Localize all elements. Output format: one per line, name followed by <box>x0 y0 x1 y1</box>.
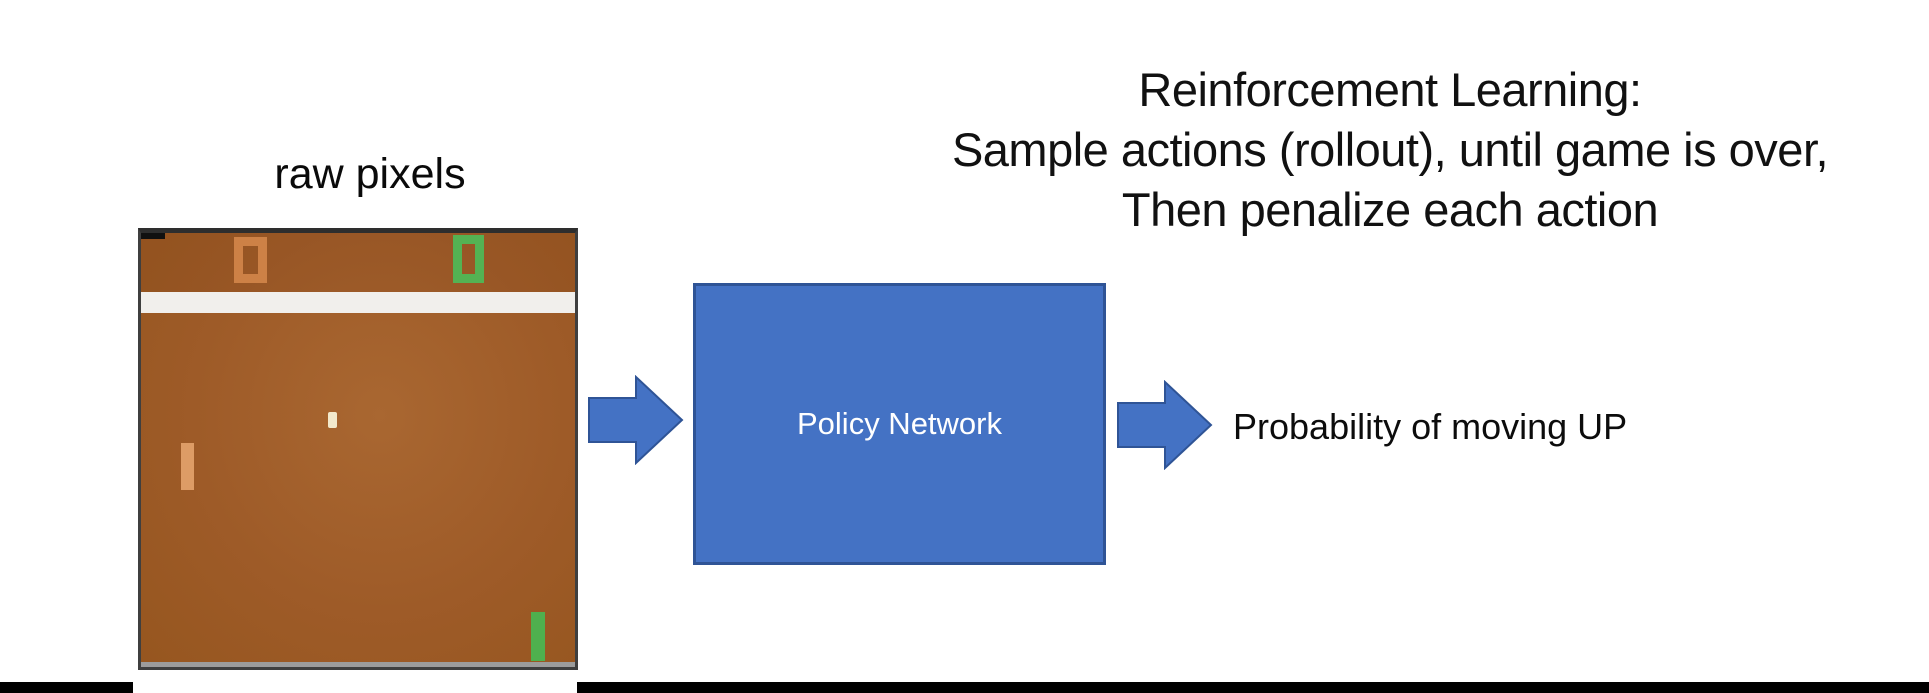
right-player-score: 0 <box>453 235 484 283</box>
left-paddle <box>181 443 194 490</box>
bottom-bar-right <box>577 682 1929 693</box>
pong-ball <box>328 412 337 428</box>
raw-pixels-caption: raw pixels <box>274 150 466 198</box>
left-player-score: 0 <box>234 237 267 283</box>
arrow-right-icon <box>1117 380 1213 470</box>
heading-line-3: Then penalize each action <box>1121 183 1659 236</box>
heading-line-1: Reinforcement Learning: <box>1138 63 1642 116</box>
arrow-right-icon <box>588 375 684 465</box>
bottom-wall-strip <box>141 662 575 667</box>
corner-notch <box>141 233 165 239</box>
right-paddle <box>531 612 545 661</box>
policy-network-label: Policy Network <box>797 406 1002 441</box>
bottom-bar-left <box>0 682 133 693</box>
heading-line-2: Sample actions (rollout), until game is … <box>951 123 1829 176</box>
score-band <box>141 233 575 292</box>
policy-network-box: Policy Network <box>693 283 1106 565</box>
output-probability-label: Probability of moving UP <box>1233 406 1628 447</box>
heading: Reinforcement Learning: Sample actions (… <box>790 60 1929 240</box>
top-wall-band <box>141 292 575 313</box>
pong-game-screenshot: 0 0 <box>138 228 578 670</box>
